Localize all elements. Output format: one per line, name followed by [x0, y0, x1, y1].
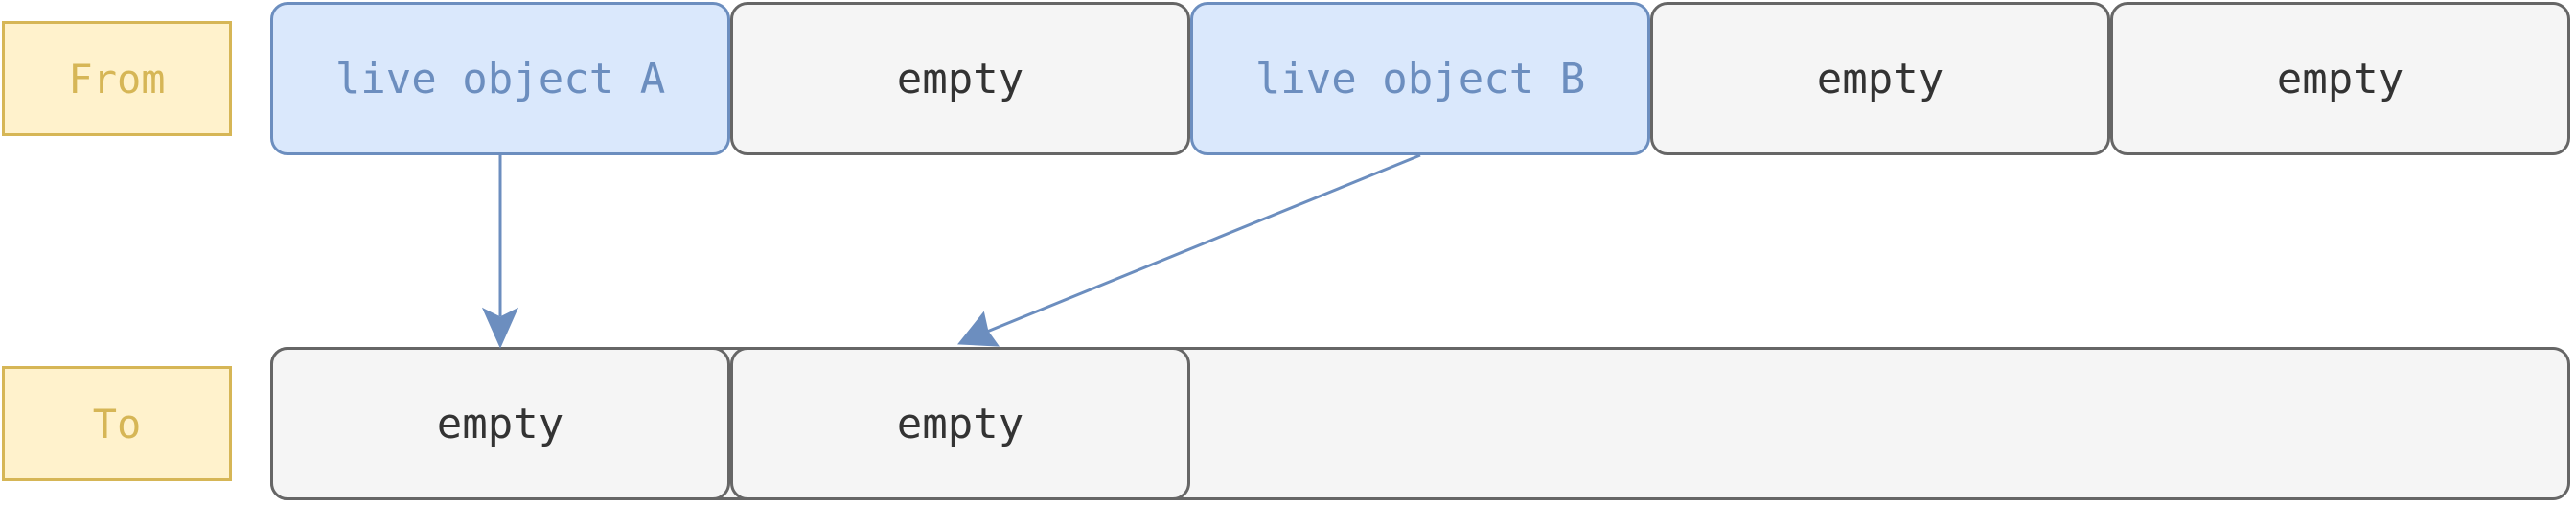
from-cell-live-object-a: live object A — [270, 2, 730, 155]
from-cell-empty-1: empty — [730, 2, 1190, 155]
arrow-a-head — [481, 307, 519, 349]
from-cell-live-object-b: live object B — [1190, 2, 1650, 155]
from-cell-empty-3: empty — [2110, 2, 2570, 155]
arrow-b-head — [957, 310, 1000, 347]
to-label: To — [2, 366, 232, 481]
from-label: From — [2, 21, 232, 136]
from-cell-empty-2: empty — [1650, 2, 2110, 155]
arrow-b-shaft — [986, 153, 1421, 334]
to-cell-empty-1: empty — [270, 347, 730, 500]
to-cell-empty-2: empty — [730, 347, 1190, 500]
